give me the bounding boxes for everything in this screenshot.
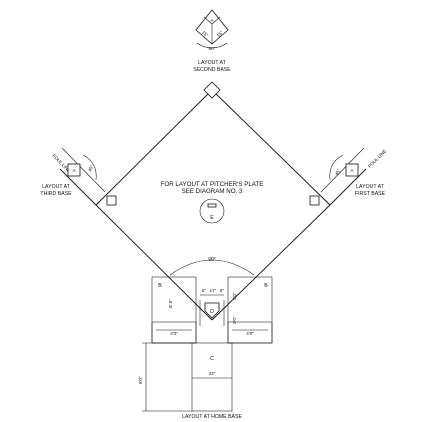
- catchers-depth: 8'0": [138, 376, 143, 384]
- first-base-title-line1: LAYOUT AT: [356, 184, 385, 190]
- first-base-foul-line-label: FOUL LINE: [367, 148, 387, 168]
- third-base-angle: 45°: [87, 164, 94, 172]
- home-dim-3-0-upper: 3'0": [232, 292, 237, 300]
- third-base-bag: [106, 195, 117, 206]
- second-base-dim-15-right: 15": [216, 30, 225, 39]
- home-base-layout: 90° B B 4'0" 4'0" 6" 17" 6" D 8' 5" 3'0"…: [138, 257, 273, 420]
- home-plate: [204, 302, 220, 319]
- second-base-title-line1: LAYOUT AT: [198, 60, 227, 66]
- second-base-bag: [203, 81, 221, 99]
- left-box-width: 4'0": [170, 331, 178, 336]
- pitchers-mound-circle: [199, 198, 225, 224]
- first-base-angle: 45°: [334, 168, 341, 176]
- first-base-letter-a: A: [350, 168, 354, 173]
- first-base-foul-line: [320, 147, 365, 193]
- second-base-angle-arc: [196, 42, 228, 49]
- home-dim-3-0-lower: 3'0": [232, 316, 237, 324]
- pitchers-note-line1: FOR LAYOUT AT PITCHER'S PLATE: [161, 181, 264, 188]
- second-base-dim-15-left: 15": [201, 30, 210, 39]
- second-base-inner-line: [211, 16, 221, 25]
- first-base-title-line2: FIRST BASE: [355, 191, 386, 197]
- third-base-angle-arc: [82, 154, 97, 181]
- pitchers-plate-area: FOR LAYOUT AT PITCHER'S PLATE SEE DIAGRA…: [161, 181, 264, 224]
- pitchers-plate: [207, 203, 217, 208]
- third-base-foul-extension: [59, 168, 97, 206]
- first-base-angle-arc: [329, 154, 344, 181]
- first-to-home-baseline: [211, 204, 331, 321]
- catchers-width: 43": [209, 371, 216, 376]
- pitchers-note-line2: SEE DIAGRAM NO. 3: [182, 188, 243, 195]
- second-base-inner-line: [203, 16, 213, 25]
- home-dim-8-5: 8' 5": [168, 299, 173, 308]
- home-angle-arc: [169, 259, 255, 276]
- home-dim-6-right: 6": [220, 288, 225, 293]
- third-base-inset: FOUL LINE A 45° LAYOUT AT THIRD BASE: [40, 147, 106, 197]
- infield-diamond: [59, 89, 367, 321]
- home-letter-d: D: [210, 309, 214, 315]
- catchers-box: [191, 342, 233, 412]
- first-base-bag: [309, 195, 320, 206]
- home-dim-6-left: 6": [202, 288, 207, 293]
- second-to-third-baseline: [95, 89, 213, 206]
- home-dim-17: 17": [210, 288, 217, 293]
- home-angle-90: 90°: [208, 257, 216, 263]
- third-base-title-line2: THIRD BASE: [40, 191, 72, 197]
- right-box-letter-b: B: [264, 283, 268, 289]
- first-base-inset-bag: [345, 163, 359, 177]
- third-base-title-line1: LAYOUT AT: [42, 184, 71, 190]
- second-base-inset: A 15" 15" 90° LAYOUT AT SECOND BASE: [193, 9, 231, 73]
- third-base-foul-line: [61, 147, 106, 193]
- first-base-inset: FOUL LINE A 45° LAYOUT AT FIRST BASE: [320, 147, 387, 197]
- third-base-inset-bag: [67, 163, 81, 177]
- right-batters-box-lower: [227, 321, 273, 344]
- right-box-width: 4'0": [246, 331, 254, 336]
- first-base-foul-extension: [329, 168, 367, 206]
- left-box-letter-b: B: [158, 283, 162, 289]
- pitchers-letter-e: E: [210, 215, 214, 221]
- catchers-letter-c: C: [210, 356, 214, 362]
- home-base-title: LAYOUT AT HOME BASE: [182, 414, 242, 420]
- third-to-home-baseline: [95, 204, 213, 321]
- second-base-letter-a: A: [210, 18, 214, 23]
- second-to-first-baseline: [211, 89, 331, 206]
- second-base-angle: 90°: [209, 46, 216, 51]
- third-base-letter-a: A: [72, 168, 76, 173]
- second-base-title-line2: SECOND BASE: [193, 67, 231, 73]
